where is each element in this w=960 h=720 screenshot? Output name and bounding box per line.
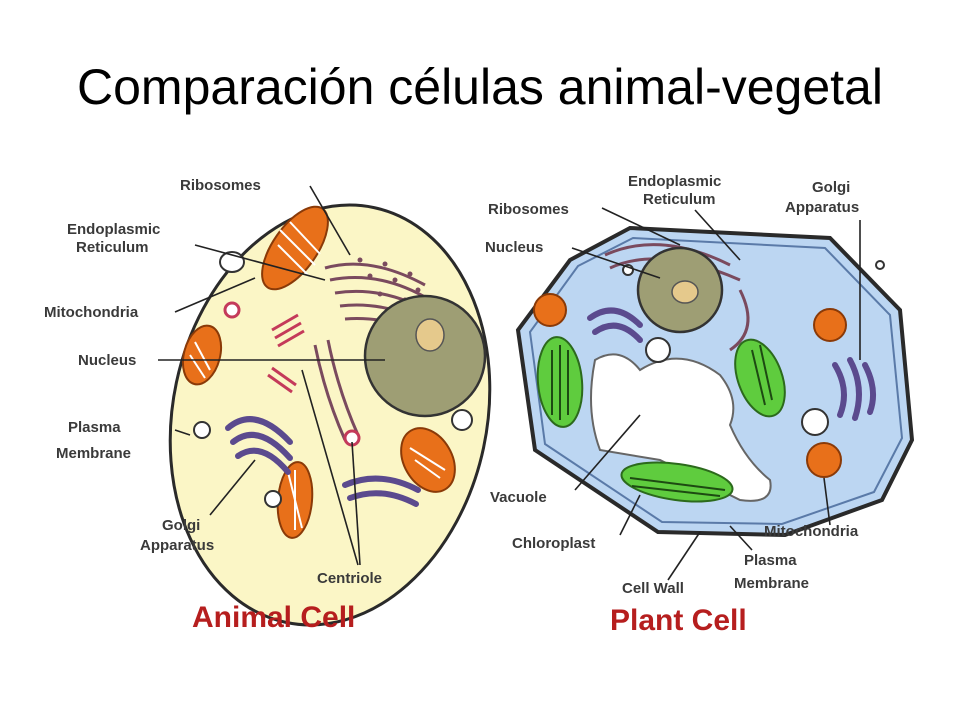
animal-nucleolus — [415, 318, 445, 352]
animal-label-er-line2: Reticulum — [76, 239, 149, 256]
plant-label-cell-wall: Cell Wall — [622, 580, 684, 597]
plant-leader-lines — [571, 207, 861, 581]
plant-nucleolus — [671, 280, 699, 304]
plant-label-nucleus: Nucleus — [485, 239, 543, 256]
animal-label-golgi-line2: Apparatus — [140, 537, 214, 554]
plant-label-pm-line1: Plasma — [744, 552, 797, 569]
plant-label-vacuole: Vacuole — [490, 489, 547, 506]
cell-comparison-diagram: Ribosomes Endoplasmic Reticulum Mitochon… — [44, 173, 915, 637]
animal-label-centriole: Centriole — [317, 570, 382, 587]
plant-vesicles — [622, 260, 885, 436]
plant-thylakoids — [551, 344, 773, 497]
plant-caption: Plant Cell — [610, 604, 747, 637]
plant-label-mitochondria: Mitochondria — [764, 523, 859, 540]
animal-label-mitochondria: Mitochondria — [44, 304, 139, 321]
plant-label-er-line2: Reticulum — [643, 191, 716, 208]
plant-label-er-line1: Endoplasmic — [628, 173, 721, 190]
plant-label-golgi-line2: Apparatus — [785, 199, 859, 216]
plant-cell: Endoplasmic Reticulum Golgi Apparatus Ri… — [485, 173, 915, 637]
animal-mitochondria-cristae — [189, 221, 446, 530]
slide-title: Comparación células animal-vegetal — [77, 59, 883, 115]
animal-label-pm-line1: Plasma — [68, 419, 121, 436]
animal-label-nucleus: Nucleus — [78, 352, 136, 369]
animal-label-pm-line2: Membrane — [56, 445, 131, 462]
animal-leader-lines — [158, 185, 385, 566]
animal-nucleus — [363, 294, 487, 418]
plant-label-ribosomes: Ribosomes — [488, 201, 569, 218]
plant-label-chloroplast: Chloroplast — [512, 535, 595, 552]
animal-rough-er — [313, 262, 451, 441]
animal-label-golgi-line1: Golgi — [162, 517, 200, 534]
plant-label-golgi-line1: Golgi — [812, 179, 850, 196]
animal-label-ribosomes: Ribosomes — [180, 177, 261, 194]
plant-label-pm-line2: Membrane — [734, 575, 809, 592]
plant-golgi — [587, 307, 877, 421]
animal-cell: Ribosomes Endoplasmic Reticulum Mitochon… — [44, 177, 492, 634]
animal-centrioles — [267, 313, 305, 394]
animal-caption: Animal Cell — [192, 601, 355, 634]
animal-label-er-line1: Endoplasmic — [67, 221, 160, 238]
plant-mitochondria — [533, 293, 847, 478]
plant-vacuole — [590, 353, 772, 502]
